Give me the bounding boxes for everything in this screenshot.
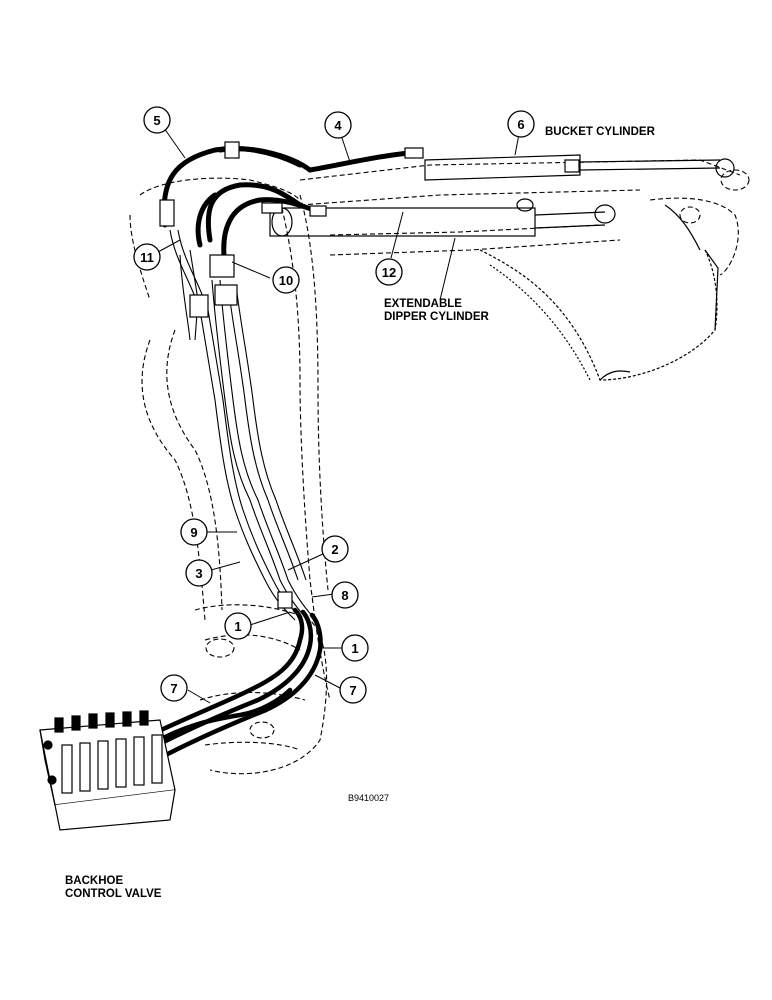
extendable-label: EXTENDABLE	[384, 298, 462, 310]
callout-2: 2	[321, 535, 349, 563]
svg-text:9: 9	[190, 525, 197, 540]
callout-7-left: 7	[160, 674, 188, 702]
callout-9: 9	[180, 518, 208, 546]
callout-11: 11	[133, 243, 161, 271]
hoses-top	[161, 146, 423, 268]
svg-text:1: 1	[351, 641, 358, 656]
svg-text:6: 6	[517, 117, 524, 132]
svg-text:1: 1	[234, 619, 241, 634]
bucket	[479, 204, 719, 381]
bucket-cylinder-label: BUCKET CYLINDER	[545, 126, 656, 138]
svg-text:10: 10	[279, 273, 293, 288]
svg-text:11: 11	[140, 250, 154, 265]
svg-text:3: 3	[195, 566, 202, 581]
callout-1-left: 1	[224, 612, 252, 640]
dipper-cylinder-label: DIPPER CYLINDER	[384, 311, 489, 323]
svg-text:12: 12	[382, 265, 396, 280]
callout-3: 3	[185, 559, 213, 587]
svg-text:2: 2	[331, 542, 338, 557]
callout-12: 12	[375, 258, 403, 286]
fittings	[159, 141, 580, 609]
dipper-cylinder	[269, 198, 616, 237]
callout-6: 6	[507, 110, 535, 138]
svg-text:4: 4	[334, 118, 342, 133]
callout-8: 8	[331, 581, 359, 609]
callout-1-right: 1	[341, 634, 369, 662]
drawing-code: B9410027	[348, 793, 389, 803]
callout-4: 4	[324, 111, 352, 139]
callout-10: 10	[272, 266, 300, 294]
svg-text:8: 8	[341, 588, 348, 603]
leader-lines	[157, 127, 520, 704]
hoses-bottom	[137, 607, 323, 763]
control-valve-label: CONTROL VALVE	[65, 888, 162, 900]
callout-7-right: 7	[339, 676, 367, 704]
callout-5: 5	[143, 106, 171, 134]
backhoe-label: BACKHOE	[65, 875, 123, 887]
svg-text:7: 7	[349, 683, 356, 698]
svg-text:7: 7	[170, 681, 177, 696]
bucket-cylinder	[424, 154, 735, 181]
control-valve	[39, 710, 176, 831]
svg-text:5: 5	[153, 113, 160, 128]
